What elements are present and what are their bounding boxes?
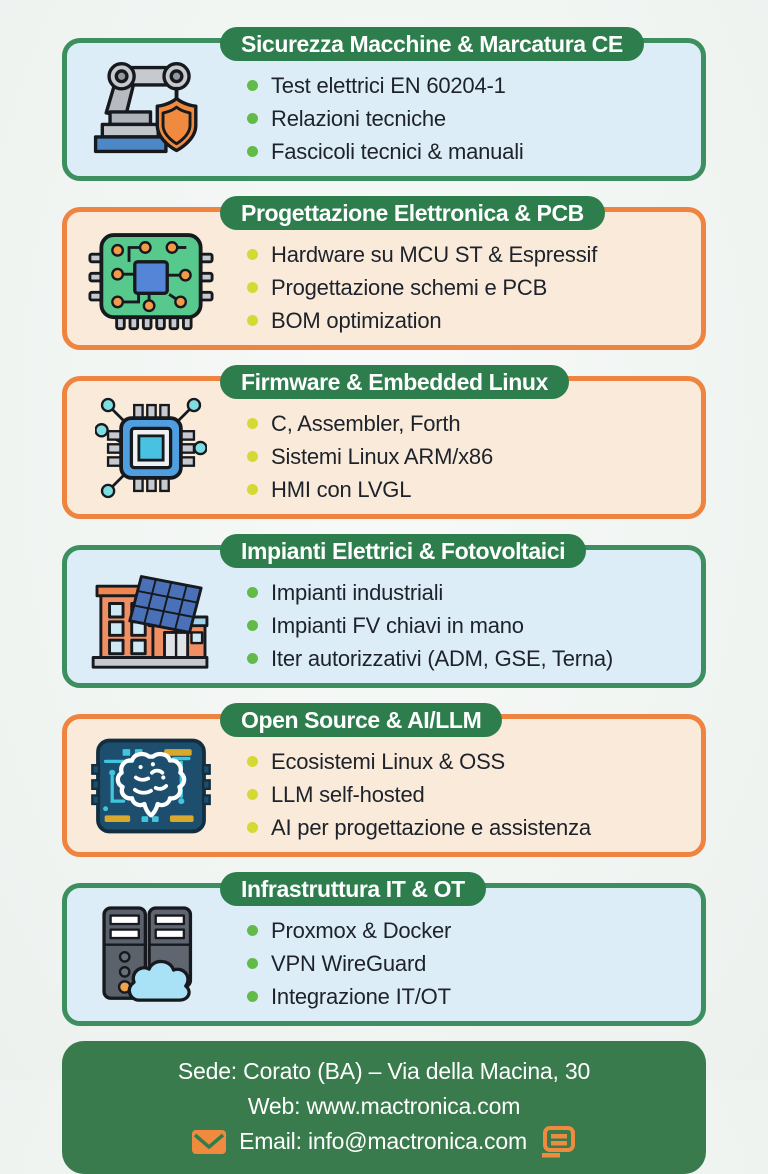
- bullet-item: Iter autorizzativi (ADM, GSE, Terna): [247, 642, 693, 675]
- bullet-dot: [247, 756, 258, 767]
- card-block-opensource: Open Source & AI/LLM: [62, 703, 706, 857]
- card-title-banner: Sicurezza Macchine & Marcatura CE: [220, 27, 644, 61]
- bullet-dot: [247, 113, 258, 124]
- card-block-elettronica: Progettazione Elettronica & PCB: [62, 196, 706, 350]
- card-title-banner: Firmware & Embedded Linux: [220, 365, 569, 399]
- bullet-dot: [247, 925, 258, 936]
- bullet-dot: [247, 991, 258, 1002]
- building-solar-icon: [67, 557, 235, 677]
- bullet-item: Proxmox & Docker: [247, 914, 693, 947]
- bullet-dot: [247, 146, 258, 157]
- bullet-item: Fascicoli tecnici & manuali: [247, 135, 693, 168]
- bullet-item: Test elettrici EN 60204-1: [247, 69, 693, 102]
- bullet-item: Impianti FV chiavi in mano: [247, 609, 693, 642]
- card-title-banner: Open Source & AI/LLM: [220, 703, 503, 737]
- bullet-item: AI per progettazione e assistenza: [247, 811, 693, 844]
- card-impianti: Impianti industriali Impianti FV chiavi …: [62, 545, 706, 688]
- bullet-dot: [247, 484, 258, 495]
- footer-address: Sede: Corato (BA) – Via della Macina, 30: [177, 1058, 591, 1084]
- pcb-icon: [67, 219, 235, 339]
- bullet-list: Test elettrici EN 60204-1 Relazioni tecn…: [235, 43, 701, 176]
- bullet-list: C, Assembler, Forth Sistemi Linux ARM/x8…: [235, 381, 701, 514]
- card-elettronica: Hardware su MCU ST & Espressif Progettaz…: [62, 207, 706, 350]
- card-firmware: C, Assembler, Forth Sistemi Linux ARM/x8…: [62, 376, 706, 519]
- bullet-list: Proxmox & Docker VPN WireGuard Integrazi…: [235, 888, 701, 1021]
- bullet-dot: [247, 451, 258, 462]
- chat-lines-icon: [539, 1125, 577, 1159]
- bullet-dot: [247, 789, 258, 800]
- microchip-icon: [67, 386, 235, 510]
- card-block-firmware: Firmware & Embedded Linux: [62, 365, 706, 519]
- card-title-banner: Progettazione Elettronica & PCB: [220, 196, 605, 230]
- card-block-impianti: Impianti Elettrici & Fotovoltaici: [62, 534, 706, 688]
- bullet-item: HMI con LVGL: [247, 473, 693, 506]
- bullet-dot: [247, 315, 258, 326]
- robot-arm-shield-icon: [67, 51, 235, 169]
- bullet-dot: [247, 958, 258, 969]
- bullet-dot: [247, 282, 258, 293]
- card-title-banner: Infrastruttura IT & OT: [220, 872, 486, 906]
- bullet-item: Relazioni tecniche: [247, 102, 693, 135]
- bullet-dot: [247, 249, 258, 260]
- bullet-item: VPN WireGuard: [247, 947, 693, 980]
- bullet-item: Ecosistemi Linux & OSS: [247, 745, 693, 778]
- bullet-dot: [247, 822, 258, 833]
- card-sicurezza: Test elettrici EN 60204-1 Relazioni tecn…: [62, 38, 706, 181]
- bullet-dot: [247, 620, 258, 631]
- bullet-item: C, Assembler, Forth: [247, 407, 693, 440]
- card-block-sicurezza: Sicurezza Macchine & Marcatura CE: [62, 27, 706, 181]
- bullet-item: Sistemi Linux ARM/x86: [247, 440, 693, 473]
- bullet-item: Integrazione IT/OT: [247, 980, 693, 1013]
- card-block-infrastruttura: Infrastruttura IT & OT: [62, 872, 706, 1026]
- ai-brain-circuit-icon: [67, 727, 235, 845]
- envelope-icon: [191, 1127, 227, 1157]
- bullet-dot: [247, 418, 258, 429]
- bullet-dot: [247, 80, 258, 91]
- bullet-item: BOM optimization: [247, 304, 693, 337]
- bullet-item: Impianti industriali: [247, 576, 693, 609]
- bullet-item: Progettazione schemi e PCB: [247, 271, 693, 304]
- footer: Sede: Corato (BA) – Via della Macina, 30…: [62, 1041, 706, 1174]
- server-cloud-icon: [67, 896, 235, 1014]
- bullet-list: Hardware su MCU ST & Espressif Progettaz…: [235, 212, 701, 345]
- bullet-item: LLM self-hosted: [247, 778, 693, 811]
- bullet-list: Impianti industriali Impianti FV chiavi …: [235, 550, 701, 683]
- bullet-dot: [247, 653, 258, 664]
- footer-web: Web: www.mactronica.com: [247, 1093, 521, 1119]
- bullet-item: Hardware su MCU ST & Espressif: [247, 238, 693, 271]
- footer-email: Email: info@mactronica.com: [62, 1124, 706, 1159]
- card-title-banner: Impianti Elettrici & Fotovoltaici: [220, 534, 587, 568]
- bullet-dot: [247, 587, 258, 598]
- bullet-list: Ecosistemi Linux & OSS LLM self-hosted A…: [235, 719, 701, 852]
